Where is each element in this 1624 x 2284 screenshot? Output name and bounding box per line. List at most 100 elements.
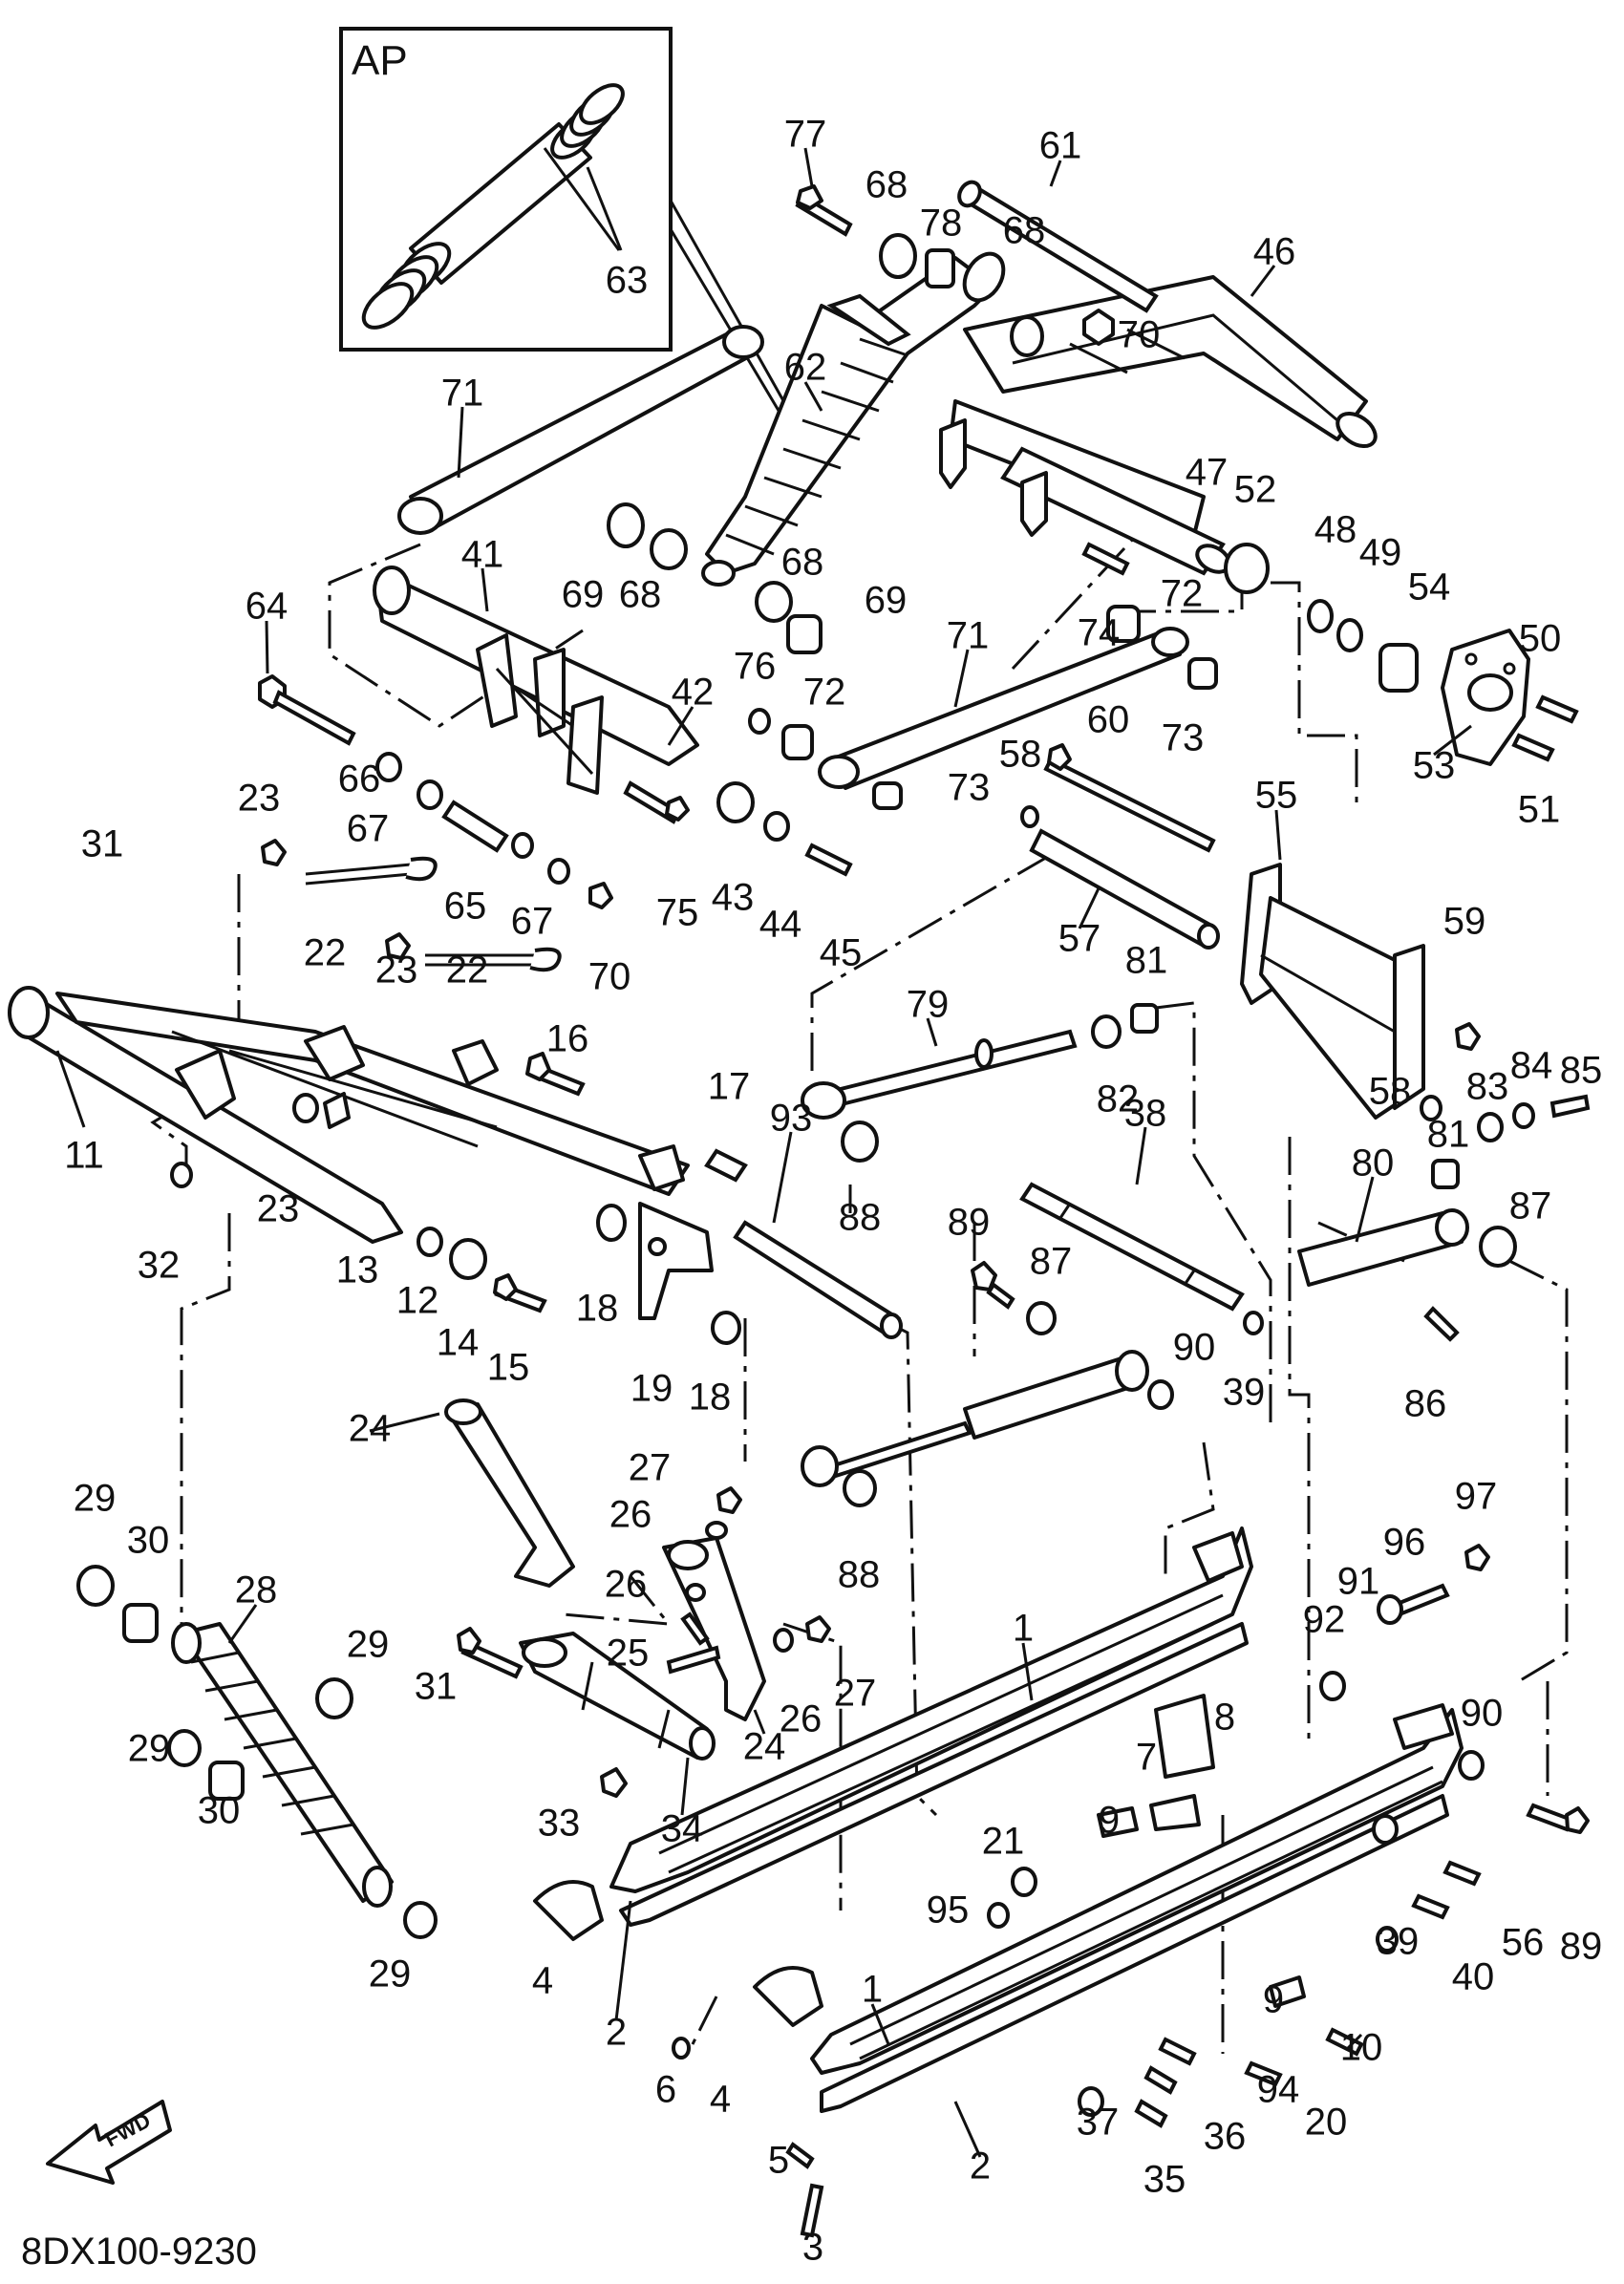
callout-23: 23	[238, 778, 281, 820]
callout-14: 14	[437, 1322, 480, 1364]
slide-rail-upper-1	[609, 1526, 1253, 1893]
callout-97: 97	[1455, 1476, 1498, 1518]
callout-34: 34	[661, 1808, 704, 1850]
callout-27: 27	[834, 1673, 877, 1715]
callout-83: 83	[1466, 1066, 1509, 1108]
callout-13: 13	[336, 1249, 379, 1291]
callout-11: 11	[64, 1135, 104, 1177]
callout-31: 31	[415, 1666, 458, 1708]
callout-87: 87	[1030, 1241, 1073, 1283]
callout-89: 89	[948, 1202, 991, 1244]
callout-89: 89	[1560, 1926, 1603, 1968]
callout-24: 24	[743, 1726, 786, 1768]
callout-77: 77	[784, 114, 827, 156]
springs-22	[261, 839, 562, 972]
callout-70: 70	[588, 956, 631, 998]
callout-50: 50	[1519, 618, 1562, 660]
callout-45: 45	[820, 932, 863, 974]
callout-92: 92	[1303, 1599, 1346, 1641]
shock-28	[76, 1565, 438, 1939]
callout-30: 30	[198, 1790, 241, 1832]
callout-9: 9	[1099, 1800, 1120, 1842]
shaft-79	[801, 1003, 1159, 1163]
inset-ap-box: AP	[339, 27, 804, 436]
callout-79: 79	[907, 984, 950, 1026]
callout-49: 49	[1359, 532, 1402, 574]
callout-70: 70	[1118, 314, 1161, 356]
callout-81: 81	[1125, 940, 1168, 982]
bracket-24-upper	[444, 1398, 575, 1588]
callout-23: 23	[257, 1188, 300, 1230]
callout-2: 2	[606, 2012, 627, 2054]
callout-5: 5	[768, 2140, 789, 2182]
front-arm-11	[8, 986, 690, 1244]
callout-40: 40	[1452, 1956, 1495, 1998]
shaft-93	[733, 1220, 903, 1339]
callout-85: 85	[1560, 1050, 1603, 1092]
callout-18: 18	[576, 1288, 619, 1330]
callout-26: 26	[605, 1564, 648, 1606]
callout-1: 1	[1013, 1608, 1034, 1650]
callout-18: 18	[689, 1377, 732, 1419]
callout-67: 67	[347, 808, 390, 850]
callout-88: 88	[838, 1554, 881, 1596]
callout-56: 56	[1502, 1922, 1545, 1964]
callout-86: 86	[1404, 1383, 1447, 1425]
callout-3: 3	[802, 2227, 823, 2269]
callout-33: 33	[538, 1803, 581, 1845]
callout-29: 29	[128, 1728, 171, 1770]
bellows-part	[361, 83, 625, 330]
callout-94: 94	[1257, 2069, 1300, 2111]
callout-54: 54	[1408, 566, 1451, 608]
callout-61: 61	[1039, 125, 1082, 167]
shafts-57-60	[1020, 743, 1220, 950]
callout-22: 22	[304, 932, 347, 974]
callout-32: 32	[138, 1245, 181, 1287]
bracket-55	[1240, 863, 1481, 1121]
callout-25: 25	[607, 1633, 650, 1675]
callout-76: 76	[734, 646, 777, 688]
callout-64: 64	[246, 586, 288, 628]
callout-46: 46	[1253, 231, 1296, 273]
slide-rail-lower-1	[810, 1703, 1464, 2075]
callout-59: 59	[1443, 901, 1486, 943]
callout-57: 57	[1058, 918, 1101, 960]
callout-73: 73	[948, 767, 991, 809]
callout-58: 58	[999, 734, 1042, 776]
callout-48: 48	[1314, 509, 1357, 551]
callout-55: 55	[1255, 775, 1298, 817]
callout-90: 90	[1461, 1693, 1504, 1735]
callout-16: 16	[546, 1018, 589, 1060]
callout-82: 82	[1097, 1078, 1140, 1121]
callout-72: 72	[803, 672, 846, 714]
callout-90: 90	[1173, 1327, 1216, 1369]
shaft-61	[957, 180, 1159, 313]
hardware-12-18	[170, 1052, 748, 1345]
inset-ap-label: AP	[352, 37, 408, 84]
callout-62: 62	[784, 347, 827, 389]
callout-2: 2	[970, 2145, 991, 2188]
callout-95: 95	[927, 1889, 970, 1932]
callout-69: 69	[865, 580, 908, 622]
callout-37: 37	[1077, 2102, 1120, 2144]
callout-7: 7	[1136, 1737, 1157, 1779]
callout-21: 21	[982, 1821, 1025, 1863]
callout-81: 81	[1427, 1114, 1470, 1156]
callout-66: 66	[338, 758, 381, 800]
bolt-64	[258, 674, 356, 746]
callout-73: 73	[1162, 717, 1205, 759]
rail-hardware	[533, 1544, 1590, 2238]
callout-29: 29	[369, 1953, 412, 1996]
callout-9: 9	[1263, 1979, 1284, 2021]
callout-58: 58	[1369, 1071, 1412, 1113]
callout-29: 29	[74, 1478, 117, 1520]
callout-36: 36	[1204, 2116, 1247, 2158]
callout-19: 19	[630, 1368, 673, 1410]
shaft-38	[1019, 1182, 1264, 1335]
callout-60: 60	[1087, 699, 1130, 741]
arm-80	[1297, 1094, 1591, 1342]
callout-35: 35	[1143, 2159, 1186, 2201]
callout-68: 68	[1003, 210, 1046, 252]
callout-71: 71	[947, 615, 990, 657]
